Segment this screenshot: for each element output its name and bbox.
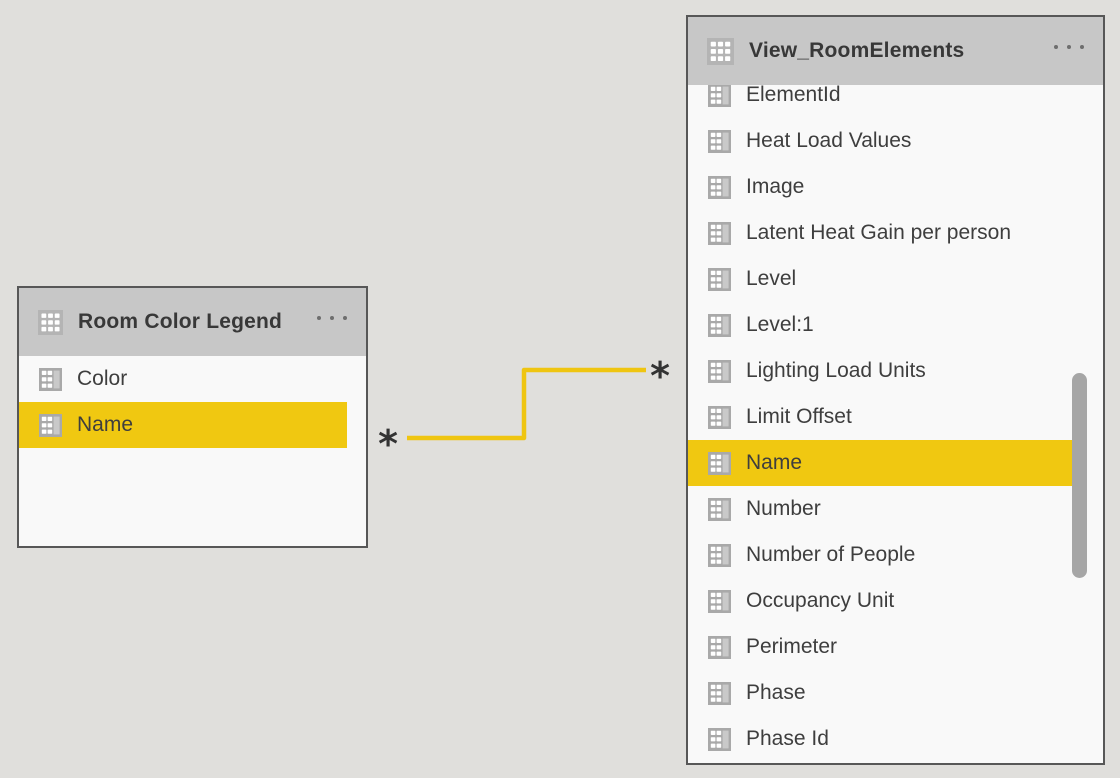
- column-icon: [708, 314, 731, 337]
- cardinality-many-left: *: [378, 422, 398, 466]
- cardinality-many-right: *: [650, 354, 670, 398]
- field-label: Number of People: [746, 543, 916, 566]
- vertical-scrollbar-thumb[interactable]: [1072, 373, 1087, 578]
- field-row-heat-load-values[interactable]: Heat Load Values: [688, 118, 1103, 164]
- column-icon: [708, 544, 731, 567]
- column-icon: [708, 222, 731, 245]
- field-row-number[interactable]: Number: [688, 486, 1103, 532]
- column-icon: [708, 176, 731, 199]
- field-label: Heat Load Values: [746, 129, 912, 152]
- field-label: Phase Id: [746, 727, 829, 750]
- column-icon: [708, 452, 731, 475]
- column-icon: [39, 368, 62, 391]
- field-label: Lighting Load Units: [746, 359, 926, 382]
- field-row-phase[interactable]: Phase: [688, 670, 1103, 716]
- table-header[interactable]: View_RoomElements: [688, 17, 1103, 85]
- field-row-latent-heat-gain-per-person[interactable]: Latent Heat Gain per person: [688, 210, 1103, 256]
- field-row-color[interactable]: Color: [19, 356, 366, 402]
- field-label: Name: [77, 413, 134, 436]
- field-row-occupancy-unit[interactable]: Occupancy Unit: [688, 578, 1103, 624]
- field-row-level[interactable]: Level: [688, 256, 1103, 302]
- table-title: View_RoomElements: [749, 39, 965, 62]
- field-row-level-1[interactable]: Level:1: [688, 302, 1103, 348]
- field-list: Color Name: [19, 356, 366, 546]
- column-icon: [708, 85, 731, 107]
- field-row-limit-offset[interactable]: Limit Offset: [688, 394, 1103, 440]
- field-label: Color: [77, 367, 128, 390]
- column-icon: [708, 590, 731, 613]
- field-label: Latent Heat Gain per person: [746, 221, 1012, 244]
- column-icon: [708, 268, 731, 291]
- field-row-lighting-load-units[interactable]: Lighting Load Units: [688, 348, 1103, 394]
- field-label: Image: [746, 175, 805, 198]
- field-label: ElementId: [746, 85, 841, 106]
- column-icon: [708, 682, 731, 705]
- table-title: Room Color Legend: [78, 310, 283, 333]
- table-card-view-roomelements[interactable]: View_RoomElements ElementId Heat Load Va…: [686, 15, 1105, 765]
- table-icon: [38, 310, 63, 335]
- field-label: Phase: [746, 681, 806, 704]
- column-icon: [708, 360, 731, 383]
- relationship-line[interactable]: [407, 367, 646, 441]
- column-icon: [708, 406, 731, 429]
- field-list: ElementId Heat Load Values Image Latent …: [688, 85, 1103, 763]
- field-row-image[interactable]: Image: [688, 164, 1103, 210]
- field-row-name[interactable]: Name: [688, 440, 1072, 486]
- column-icon: [39, 414, 62, 437]
- field-label: Name: [746, 451, 803, 474]
- more-options-icon[interactable]: [1052, 43, 1086, 51]
- column-icon: [708, 636, 731, 659]
- field-label: Limit Offset: [746, 405, 852, 428]
- table-card-room-color-legend[interactable]: Room Color Legend Color Name: [17, 286, 368, 548]
- field-label: Occupancy Unit: [746, 589, 895, 612]
- field-label: Level:1: [746, 313, 814, 336]
- field-label: Perimeter: [746, 635, 838, 658]
- table-header[interactable]: Room Color Legend: [19, 288, 366, 356]
- field-row-phase-id[interactable]: Phase Id: [688, 716, 1103, 762]
- field-row-name[interactable]: Name: [19, 402, 347, 448]
- field-row-number-of-people[interactable]: Number of People: [688, 532, 1103, 578]
- column-icon: [708, 728, 731, 751]
- table-icon: [707, 38, 734, 65]
- field-label: Number: [746, 497, 821, 520]
- field-row-perimeter[interactable]: Perimeter: [688, 624, 1103, 670]
- more-options-icon[interactable]: [315, 314, 349, 322]
- field-row-elementid[interactable]: ElementId: [688, 85, 1103, 118]
- column-icon: [708, 498, 731, 521]
- field-label: Level: [746, 267, 797, 290]
- column-icon: [708, 130, 731, 153]
